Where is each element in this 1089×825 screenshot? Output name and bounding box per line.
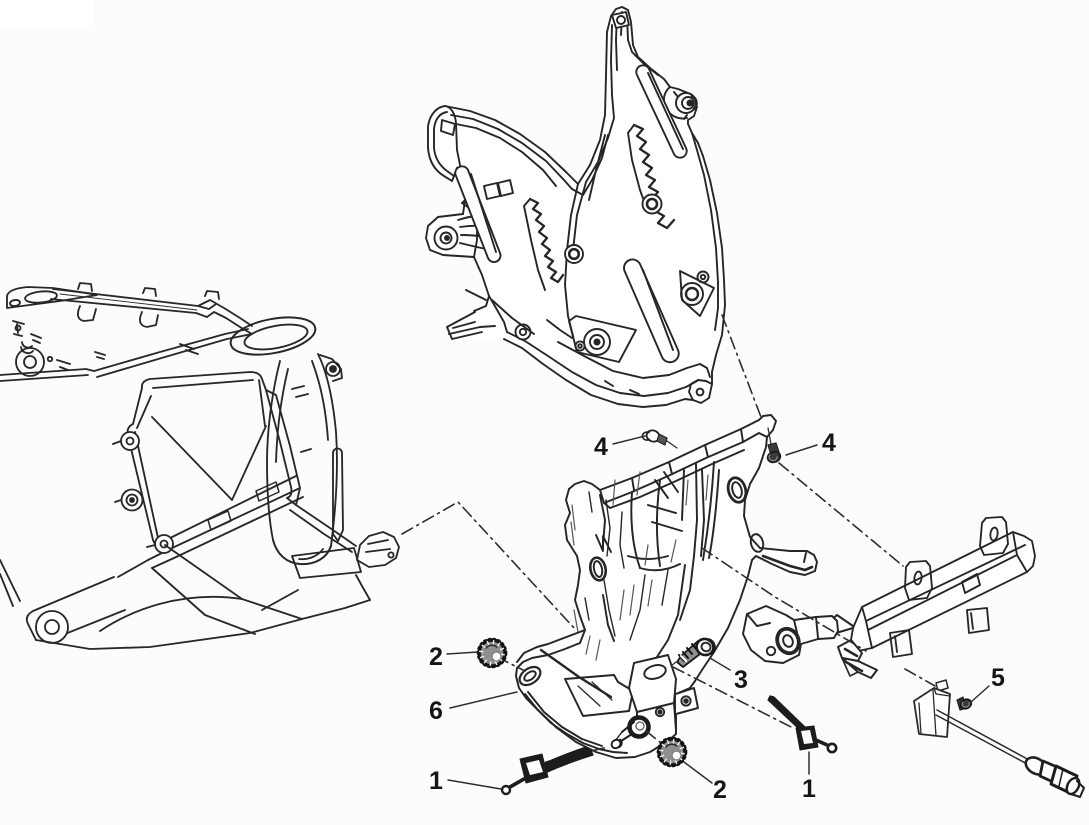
svg-text:2: 2 xyxy=(429,643,443,671)
svg-text:6: 6 xyxy=(429,697,443,725)
svg-text:4: 4 xyxy=(594,433,608,461)
svg-text:5: 5 xyxy=(991,664,1005,692)
svg-text:1: 1 xyxy=(802,775,816,803)
svg-text:1: 1 xyxy=(429,767,443,795)
svg-text:2: 2 xyxy=(713,776,727,804)
svg-text:4: 4 xyxy=(822,429,836,457)
svg-text:3: 3 xyxy=(734,666,748,694)
